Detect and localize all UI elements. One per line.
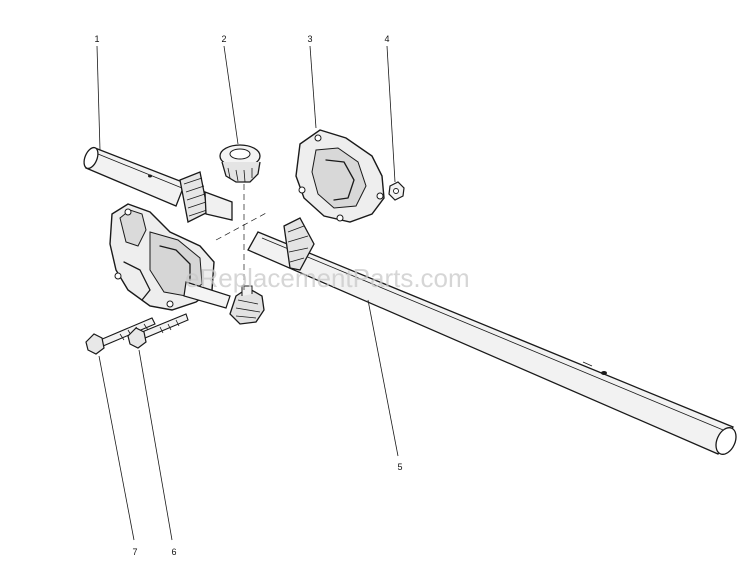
leader-1 (96, 45, 101, 151)
gear-housing-right (295, 129, 385, 223)
leader-3 (309, 45, 317, 129)
callout-3: 3 (307, 34, 312, 44)
axle-shaft-short (83, 146, 186, 207)
bevel-pinion-lower (229, 285, 265, 325)
bevel-gear-left-shaft (179, 171, 233, 223)
callout-4: 4 (384, 34, 389, 44)
leader-6 (138, 349, 173, 541)
center-lines (215, 184, 269, 290)
bolt-6 (127, 313, 189, 349)
axle-shaft-long (247, 231, 737, 455)
leader-lines (96, 45, 399, 541)
callout-7: 7 (132, 547, 137, 557)
gear-housing-left (109, 203, 231, 311)
leader-4 (386, 45, 396, 183)
callout-2: 2 (221, 34, 226, 44)
watermark-text: eReplacementParts.com (185, 263, 470, 293)
leader-7 (98, 355, 135, 541)
leader-5 (367, 299, 399, 457)
callout-5: 5 (397, 462, 402, 472)
hex-nut (388, 181, 405, 201)
callout-6: 6 (171, 547, 176, 557)
bevel-gear-top (219, 144, 261, 183)
bevel-gear-long-shaft (283, 217, 315, 271)
callout-1: 1 (94, 34, 99, 44)
leader-2 (223, 45, 239, 145)
